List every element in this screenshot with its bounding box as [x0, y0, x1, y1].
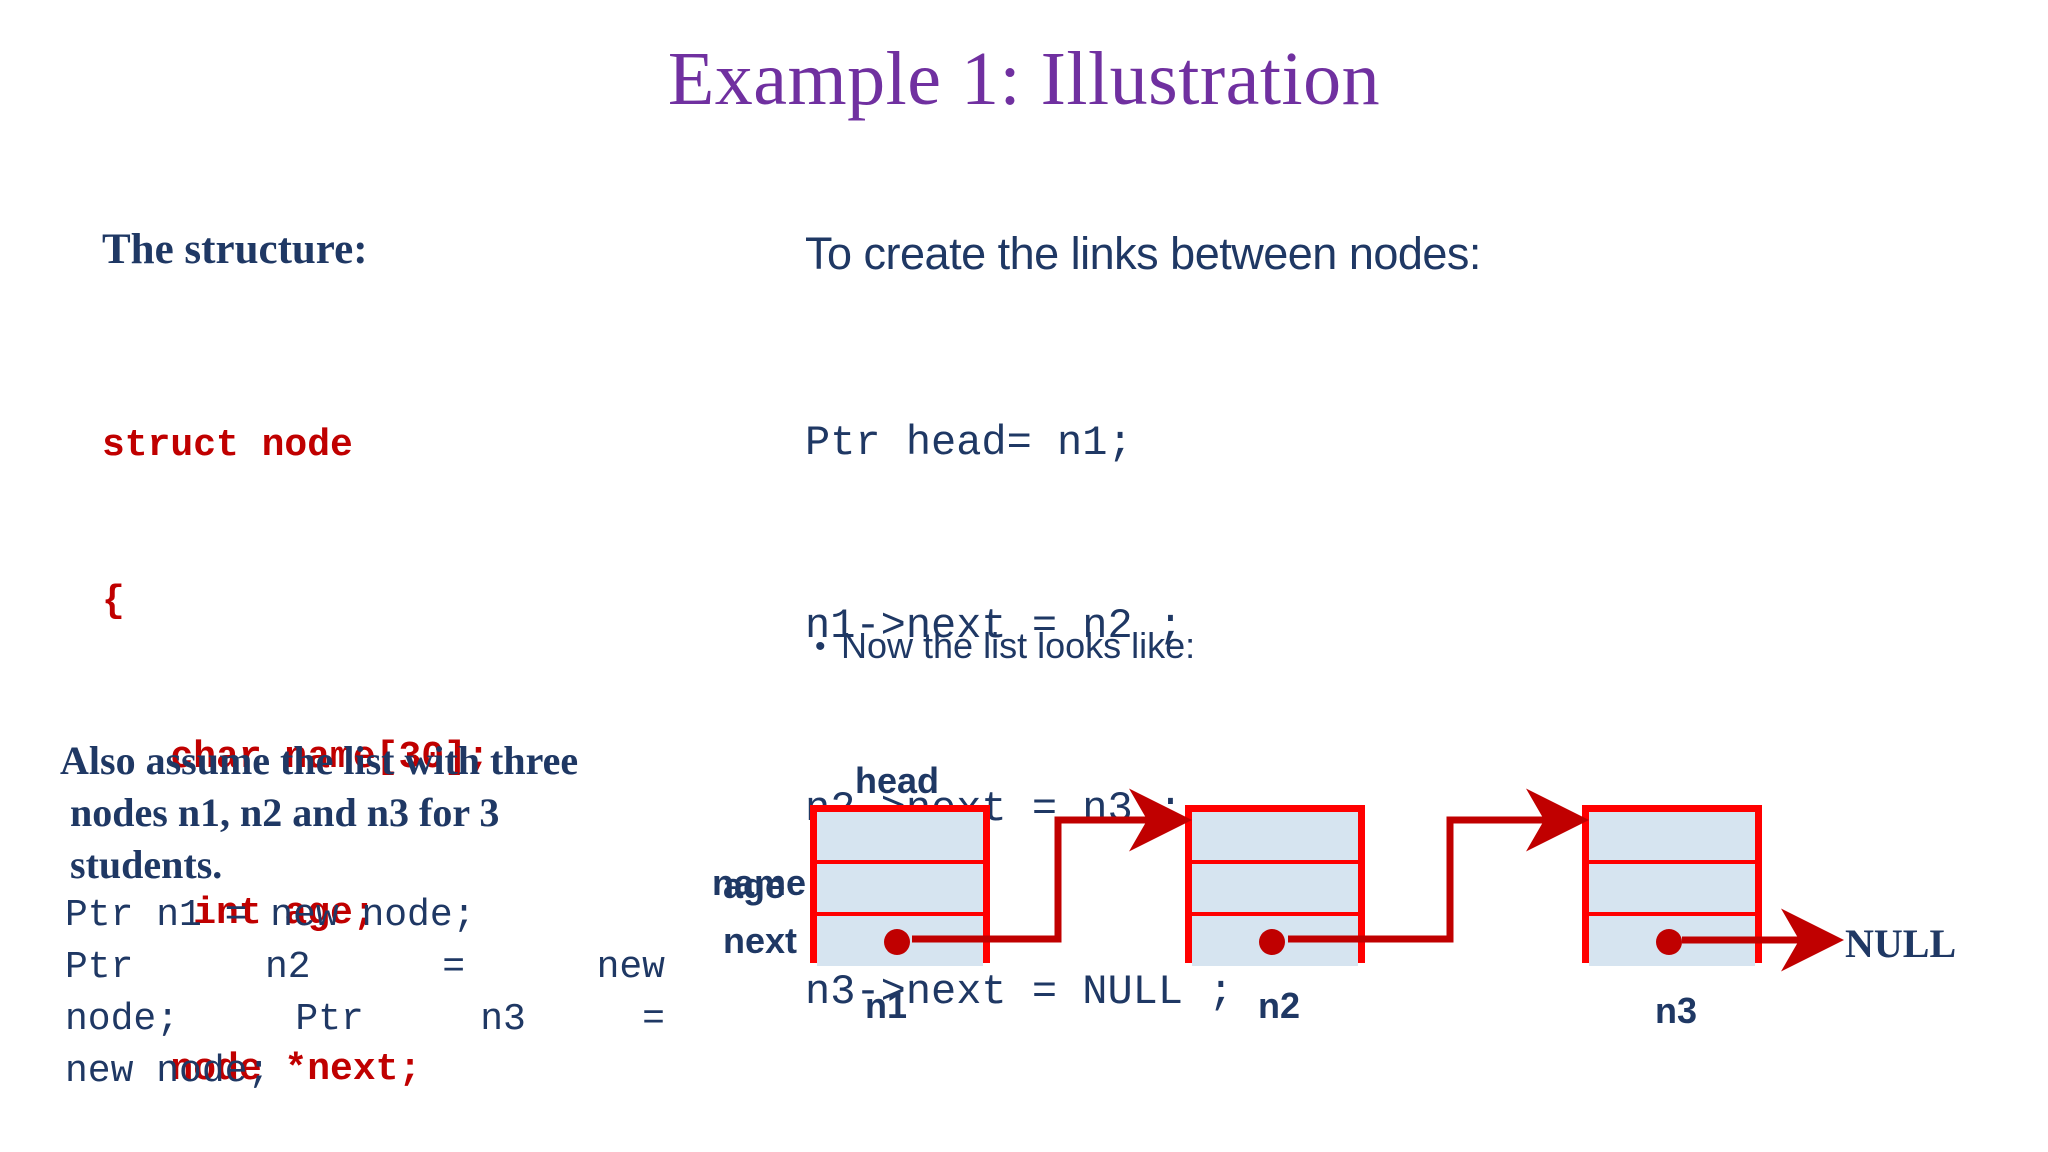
code-line: node *next;: [102, 1048, 422, 1092]
code-line: Ptr head= n1;: [805, 419, 1133, 468]
pointer-dot-icon: [884, 929, 910, 955]
node-box-n3: [1582, 805, 1762, 966]
right-column: To create the links between nodes: Ptr h…: [805, 230, 1985, 1145]
now-list-bullet: • Now the list looks like:: [815, 625, 1195, 667]
also-assume-line: Also assume the list with three: [60, 738, 579, 783]
bullet-label: Now the list looks like:: [841, 625, 1196, 666]
pointer-dot-icon: [1259, 929, 1285, 955]
code-line: {: [102, 580, 125, 624]
pointer-dot-icon: [1656, 929, 1682, 955]
page-title: Example 1: Illustration: [667, 37, 1381, 121]
field-label-age: age: [723, 865, 786, 906]
code-line: char name[30];: [102, 736, 490, 780]
code-line: int age;: [102, 892, 376, 936]
ptr-code-block: Ptr n1 = new node; Ptr n2 = new node; Pt…: [65, 890, 665, 1098]
node-label-n3: n3: [1655, 990, 1698, 1031]
code-line: n1->next = n2 ;: [805, 602, 1184, 651]
node-cell-name: [1589, 812, 1755, 860]
left-column: The structure: struct node { char name[3…: [60, 225, 680, 1152]
node-box-n1: [810, 805, 990, 966]
code-line: node; Ptr n3 =: [65, 998, 665, 1041]
also-assume-line: nodes n1, n2 and n3 for 3: [70, 790, 500, 835]
node-cell-age: [1589, 864, 1755, 912]
node-cell-next: [817, 916, 983, 966]
also-assume-text: Also assume the list with three nodes n1…: [60, 735, 660, 891]
code-line: n3->next = NULL ;: [805, 968, 1234, 1017]
code-line: struct node: [102, 424, 353, 468]
links-heading: To create the links between nodes:: [805, 228, 1481, 279]
node-box-n2: [1185, 805, 1365, 966]
field-label-next: next: [723, 920, 798, 961]
code-line: Ptr n1 = new node;: [65, 894, 476, 937]
field-label-name: name: [712, 862, 807, 903]
node-cell-name: [817, 812, 983, 860]
also-assume-line: students.: [70, 842, 223, 887]
node-cell-next: [1589, 916, 1755, 966]
code-line: Ptr n2 = new: [65, 946, 665, 989]
bullet-icon: •: [815, 630, 826, 663]
link-code-block: Ptr head= n1; n1->next = n2 ; n2->next =…: [805, 291, 1985, 1145]
node-cell-age: [817, 864, 983, 912]
node-label-n1: n1: [865, 985, 908, 1026]
code-line: new node;: [65, 1050, 271, 1093]
null-label: NULL: [1845, 921, 1957, 966]
node-cell-age: [1192, 864, 1358, 912]
structure-heading: The structure:: [102, 226, 368, 273]
node-cell-name: [1192, 812, 1358, 860]
struct-code-block: struct node { char name[30]; int age; no…: [102, 316, 680, 1152]
node-cell-next: [1192, 916, 1358, 966]
head-label: head: [855, 760, 940, 801]
node-label-n2: n2: [1258, 985, 1301, 1026]
